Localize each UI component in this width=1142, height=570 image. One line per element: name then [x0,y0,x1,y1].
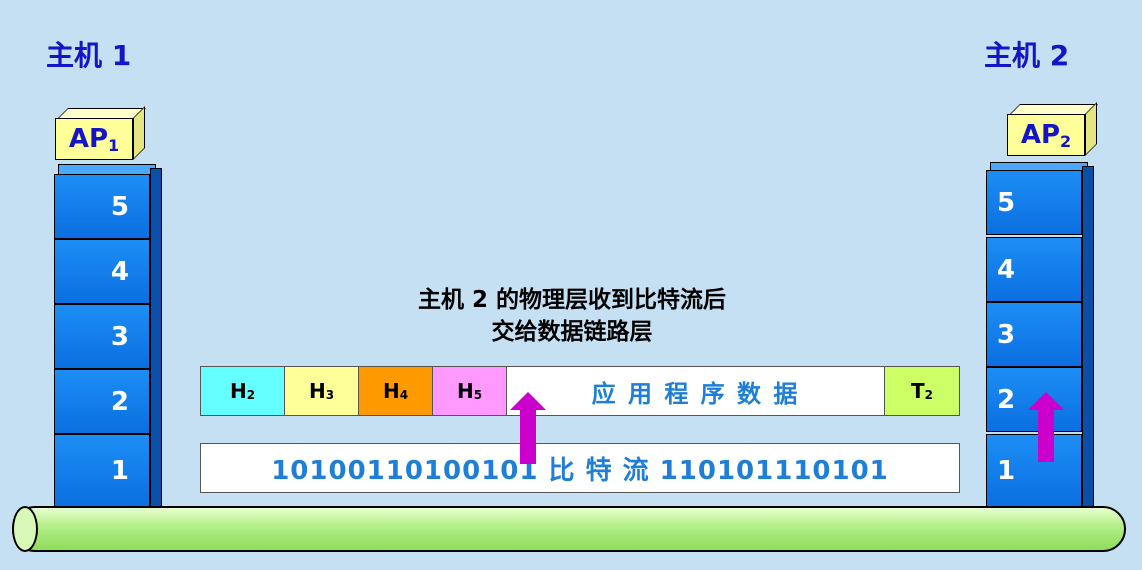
host1-ap-subscript: 1 [108,135,120,155]
bitstream-box: 10100110100101 比 特 流 110101110101 [200,443,960,493]
cable-end [12,506,38,552]
transmission-cable [12,506,1126,552]
arrow-up-icon [1028,392,1064,462]
arrow-up-icon [510,392,546,464]
step-caption: 主机 2 的物理层收到比特流后 交给数据链路层 [362,284,782,348]
host1-layer-5: 5 [54,174,150,239]
host1-layer-2: 2 [54,369,150,434]
host2-ap-subscript: 2 [1060,131,1072,151]
caption-line-1: 主机 2 的物理层收到比特流后 [417,287,727,313]
host2-layer-1: 1 [986,434,1082,508]
host2-layer-2: 2 [986,367,1082,432]
host2-layer-5: 5 [986,170,1082,235]
host1-layer-3: 3 [54,304,150,369]
host2-title: 主机 2 [984,39,1070,72]
frame-app-data: 应 用 程 序 数 据 [507,367,885,415]
host1-layer-4: 4 [54,239,150,304]
host2-ap-label: AP [1020,120,1061,150]
host1-title: 主机 1 [46,39,132,72]
host1-layer-1: 1 [54,434,150,508]
host2-layer-3: 3 [986,302,1082,367]
host2-layer-4: 4 [986,237,1082,302]
host1-ap-label: AP [68,124,109,154]
caption-line-2: 交给数据链路层 [491,319,653,345]
